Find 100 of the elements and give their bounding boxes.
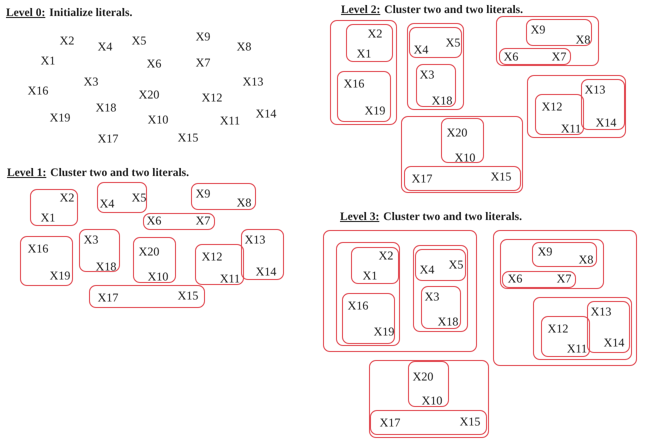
literal-label: X9 [530,24,546,36]
cluster-box [409,27,462,58]
level-label: Level 2: [341,4,380,16]
literal-label: X10 [148,114,168,126]
cluster-box [336,242,400,346]
cluster-box [541,316,590,357]
literal-label: X4 [98,40,112,54]
cluster-box [587,301,630,353]
literal-label: X13 [584,84,606,96]
cluster-box [526,19,592,46]
literal-label: X3 [84,234,98,246]
literal-label: X2 [60,34,74,48]
cluster-box [401,116,523,193]
literal-label: X19 [374,326,394,338]
literal-label: X1 [40,54,56,68]
cluster-box [404,166,521,191]
cluster-box [351,247,399,284]
literal-label: X15 [460,416,480,428]
cluster-box [532,242,597,267]
cluster-box [408,361,449,407]
cluster-box [241,229,284,280]
literal-label: X8 [236,40,252,54]
literal-label: X8 [236,196,252,210]
literal-label: X2 [378,250,394,262]
literal-label: X14 [596,116,616,130]
level-label: Level 0: [6,7,46,19]
literal-label: X18 [96,260,116,274]
literal-label: X19 [50,112,70,124]
literal-label: X17 [98,292,118,304]
literal-label: X20 [446,126,468,140]
literal-label: X15 [178,290,198,302]
level-label: Level 3: [340,211,380,223]
cluster-box [500,239,604,289]
cluster-box [191,183,256,210]
cluster-box [421,286,461,329]
literal-label: X4 [420,264,434,276]
cluster-box [337,71,391,122]
literal-label: X5 [446,36,460,50]
literal-label: X13 [244,234,266,246]
literal-label: X15 [178,132,198,144]
literal-label: X3 [84,76,98,88]
literal-label: X14 [256,108,276,120]
level-description: Initialize literals. [49,7,132,19]
cluster-box [133,237,176,283]
cluster-box [323,230,477,352]
literal-label: X16 [28,242,48,256]
cluster-box [370,410,487,435]
cluster-box [79,229,120,272]
literal-label: X15 [490,170,512,184]
literal-label: X12 [202,92,222,104]
literal-label: X9 [196,188,210,200]
cluster-box [30,189,78,226]
level-label: Level 1: [7,167,46,179]
literal-label: X6 [508,272,522,286]
literal-label: X4 [414,44,428,56]
level-description: Cluster two and two literals. [383,211,522,223]
literal-label: X8 [578,254,594,266]
cluster-box [581,79,625,130]
literal-label: X6 [146,58,162,70]
literal-label: X20 [138,88,160,102]
cluster-box [369,360,489,438]
literal-label: X5 [448,258,464,272]
literal-label: X7 [196,56,210,70]
literal-label: X11 [566,342,588,356]
level-description: Cluster two and two literals. [50,167,190,179]
cluster-box [89,285,205,308]
cluster-box [499,48,571,65]
literal-label: X13 [242,76,264,88]
literal-label: X12 [542,100,562,114]
literal-label: X17 [98,132,118,146]
literal-label: X9 [196,30,210,44]
cluster-box [493,230,637,366]
literal-label: X16 [344,78,364,90]
cluster-box [143,213,215,230]
literal-label: X1 [356,48,372,60]
literal-label: X14 [256,266,276,278]
literal-label: X7 [552,50,566,64]
cluster-box [527,75,626,138]
literal-label: X9 [538,246,552,258]
cluster-box [330,20,397,125]
literal-label: X16 [348,300,368,312]
literal-label: X20 [138,246,160,258]
literal-label: X12 [548,322,568,336]
cluster-box [195,244,244,285]
cluster-box [502,271,576,288]
literal-label: X19 [364,104,386,118]
level-description: Cluster two and two literals. [384,4,524,16]
cluster-box [97,182,147,213]
literal-label: X16 [28,84,48,98]
cluster-box [416,64,456,107]
literal-label: X3 [420,68,434,82]
literal-label: X1 [362,270,378,282]
cluster-box [342,293,395,344]
cluster-box [533,297,632,360]
cluster-box [496,16,599,66]
literal-label: X10 [422,394,442,408]
literal-label: X17 [380,416,400,430]
cluster-box [441,118,484,163]
literal-label: X8 [576,34,590,46]
literal-label: X17 [412,172,432,186]
